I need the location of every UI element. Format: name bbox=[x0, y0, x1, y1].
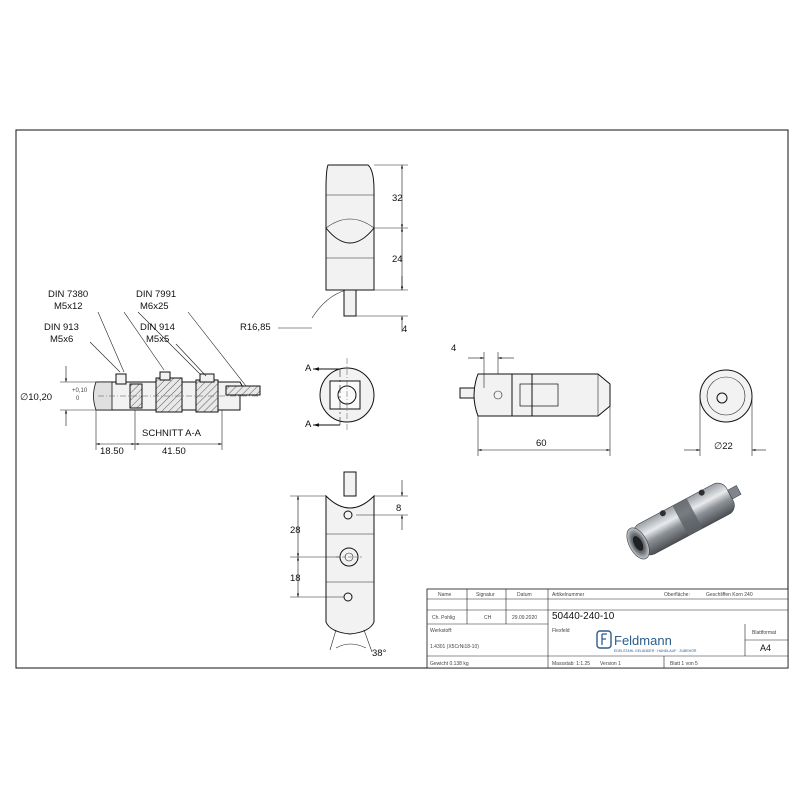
label-din913: DIN 913 bbox=[44, 322, 79, 333]
tb-sheet-format-label: Blattformat bbox=[752, 630, 777, 636]
section-label: SCHNITT A-A bbox=[142, 428, 202, 439]
front-view-top bbox=[278, 164, 408, 332]
tb-version: Version 1 bbox=[600, 661, 621, 667]
label-din914: DIN 914 bbox=[140, 322, 175, 333]
label-din7380: DIN 7380 bbox=[48, 289, 88, 300]
tb-drawer-sign: CH bbox=[484, 615, 492, 621]
label-din7991: DIN 7991 bbox=[136, 289, 176, 300]
tb-surface-value: Geschliffen Korn 240 bbox=[706, 592, 753, 598]
tolerance-upper: +0,10 bbox=[72, 388, 88, 394]
dimension-angle-38: 38° bbox=[372, 648, 387, 659]
section-marker-a-top: A bbox=[305, 363, 312, 374]
tb-article-number: 50440-240-10 bbox=[552, 611, 615, 622]
label-m5x5: M5x5 bbox=[146, 334, 169, 345]
dimension-4-top: 4 bbox=[402, 324, 407, 335]
section-view-a-a bbox=[60, 311, 261, 450]
tb-col-name: Name bbox=[438, 592, 452, 598]
company-tagline: EDELSTAHL GELÄNDER · HANDLAUF · ZUBEHÖR bbox=[614, 649, 697, 653]
tb-material-label: Werkstoff: bbox=[430, 628, 452, 634]
label-m6x25: M6x25 bbox=[140, 301, 169, 312]
dimension-41-50: 41.50 bbox=[162, 446, 186, 457]
tb-name-field-label: Flexfeld bbox=[552, 628, 570, 634]
company-logo-text: Feldmann bbox=[614, 633, 672, 648]
tb-col-signature: Signatur bbox=[476, 592, 495, 598]
dimension-28: 28 bbox=[290, 525, 301, 536]
dimension-32: 32 bbox=[392, 193, 403, 204]
tb-surface-label: Oberfläche: bbox=[664, 592, 690, 598]
tb-article-label: Artikelnummer bbox=[552, 592, 585, 598]
tolerance-lower: 0 bbox=[76, 396, 80, 402]
label-m5x12: M5x12 bbox=[54, 301, 83, 312]
side-view bbox=[459, 352, 611, 456]
dimension-4-side: 4 bbox=[451, 343, 456, 354]
tb-weight: Gewicht 0.138 kg bbox=[430, 661, 469, 667]
isometric-render bbox=[626, 482, 742, 560]
front-view-bottom bbox=[290, 471, 408, 653]
label-m5x6: M5x6 bbox=[50, 334, 73, 345]
dimension-radius: R16,85 bbox=[240, 322, 271, 333]
tb-col-date: Datum bbox=[517, 592, 532, 598]
dimension-8: 8 bbox=[396, 503, 401, 514]
tb-drawer-date: 29.09.2020 bbox=[512, 615, 537, 621]
tb-sheet-number: Blatt 1 von 5 bbox=[670, 661, 698, 667]
title-block bbox=[426, 588, 789, 669]
end-view-section-marks bbox=[313, 358, 375, 432]
tb-drawer-name: Ch. Pohlig bbox=[432, 615, 455, 621]
dimension-diameter: ∅10,20 bbox=[20, 392, 52, 403]
dimension-18: 18 bbox=[290, 573, 301, 584]
right-end-view bbox=[684, 369, 766, 456]
section-marker-a-bottom: A bbox=[305, 419, 312, 430]
dimension-18-50: 18.50 bbox=[100, 446, 124, 457]
tb-scale: Massstab: 1:1.25 bbox=[552, 661, 590, 667]
dimension-60: 60 bbox=[536, 438, 547, 449]
tb-material-value: 1.4301 (X5CrNi18-10) bbox=[430, 644, 479, 650]
drawing-frame bbox=[15, 129, 789, 669]
tb-sheet-format: A4 bbox=[760, 643, 771, 653]
dimension-diameter-22: ∅22 bbox=[714, 441, 733, 452]
dimension-24: 24 bbox=[392, 254, 403, 265]
